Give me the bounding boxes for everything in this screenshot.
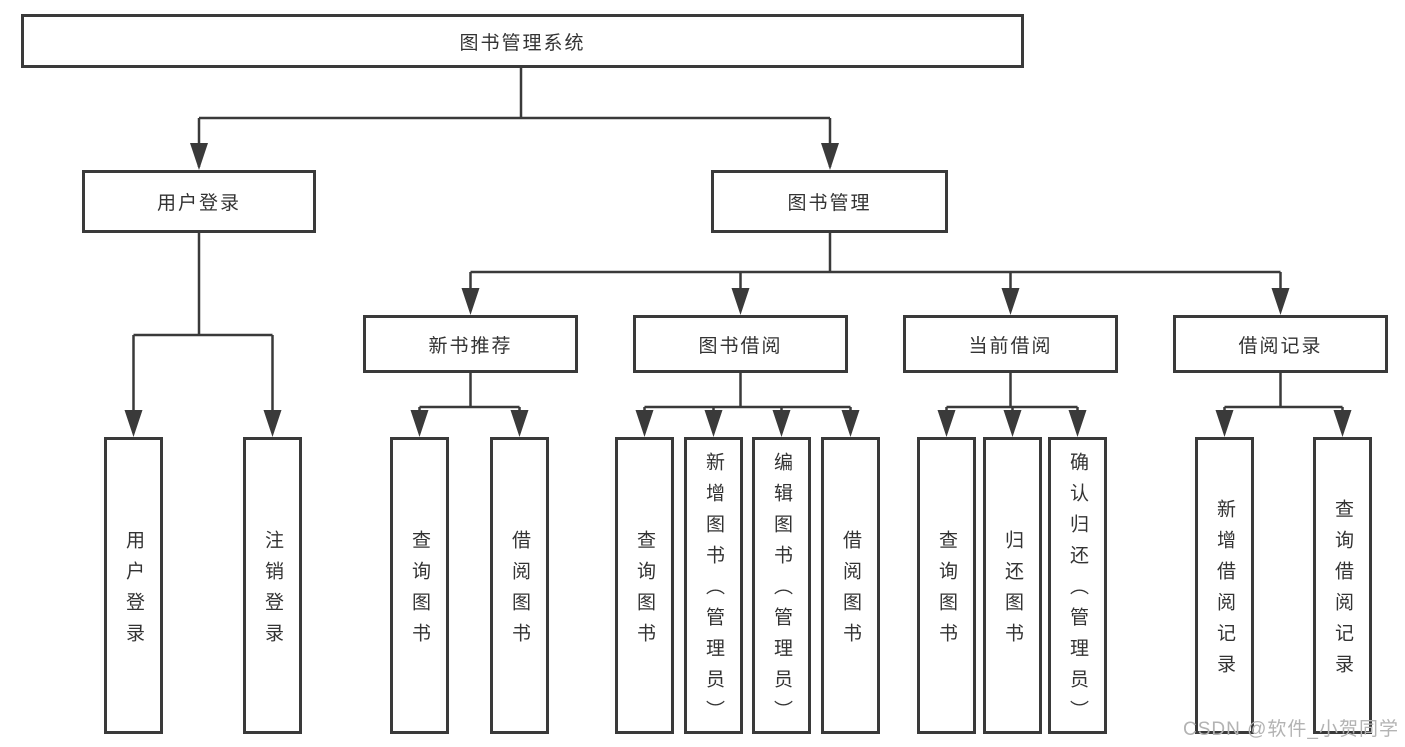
node-current-borrowing-label: 当前借阅 — [968, 335, 1053, 357]
node-logout-leaf: 注销登录 — [243, 437, 302, 734]
node-borrowing-records: 借阅记录 — [1173, 315, 1388, 373]
node-new-book-recommend-label: 新书推荐 — [428, 335, 513, 357]
node-book-borrowing: 图书借阅 — [633, 315, 848, 373]
node-borrow-books-recommend: 借阅图书 — [490, 437, 549, 734]
node-query-books-borrowing: 查询图书 — [615, 437, 674, 734]
watermark: CSDN @软件_小贺同学 — [1183, 719, 1399, 740]
node-query-borrow-record: 查询借阅记录 — [1313, 437, 1372, 734]
arrowheads — [124, 143, 1352, 437]
node-book-management: 图书管理 — [711, 170, 948, 233]
node-book-management-label: 图书管理 — [787, 193, 872, 214]
node-user-login-label: 用户登录 — [156, 193, 241, 214]
node-add-book-admin: 新增图书（管理员） — [684, 437, 743, 734]
node-return-book: 归还图书 — [983, 437, 1042, 734]
node-user-login: 用户登录 — [82, 170, 316, 233]
node-query-books-current: 查询图书 — [917, 437, 976, 734]
node-confirm-return-admin: 确认归还（管理员） — [1048, 437, 1107, 734]
node-book-borrowing-label: 图书借阅 — [698, 335, 783, 357]
node-current-borrowing: 当前借阅 — [903, 315, 1118, 373]
node-new-book-recommend: 新书推荐 — [363, 315, 578, 373]
node-query-books-recommend: 查询图书 — [390, 437, 449, 734]
node-edit-book-admin: 编辑图书（管理员） — [752, 437, 811, 734]
node-library-system-label: 图书管理系统 — [459, 32, 586, 54]
connector-lines — [132, 68, 1344, 433]
node-add-borrow-record: 新增借阅记录 — [1195, 437, 1254, 734]
node-borrow-books-borrowing: 借阅图书 — [821, 437, 880, 734]
node-borrowing-records-label: 借阅记录 — [1238, 335, 1323, 357]
node-user-login-leaf: 用户登录 — [104, 437, 163, 734]
node-library-system: 图书管理系统 — [21, 14, 1024, 68]
